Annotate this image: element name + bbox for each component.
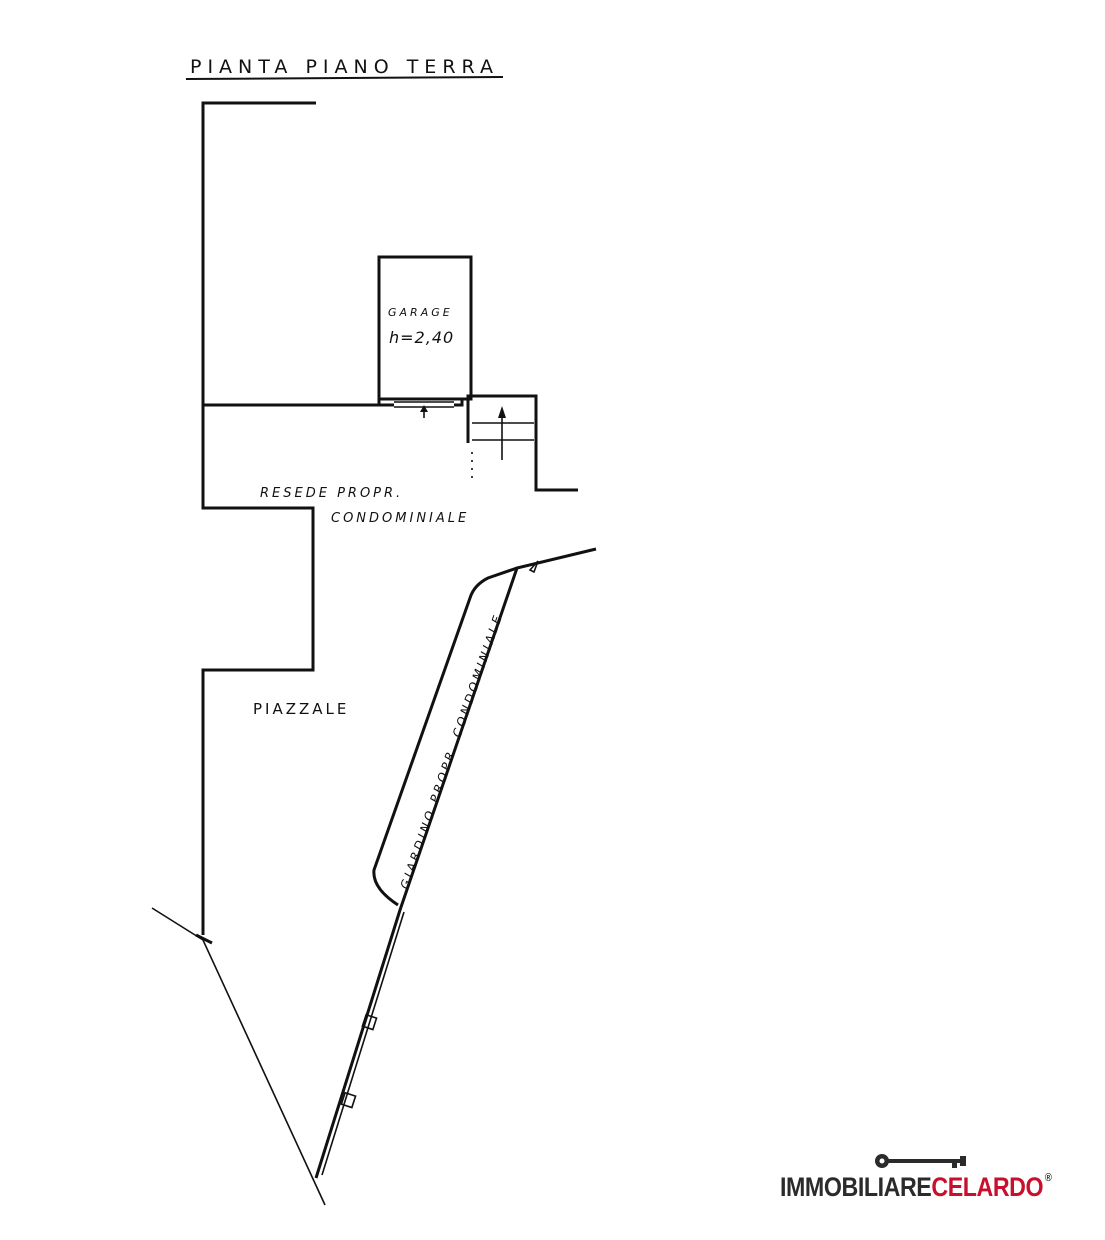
agency-logo: IMMOBILIARECELARDO® [780, 1150, 1080, 1210]
stair-wall [466, 394, 578, 492]
logo-text: IMMOBILIARECELARDO® [780, 1172, 1052, 1203]
garden-outline [372, 566, 518, 907]
logo-part-1: IMMOBILIARE [780, 1172, 932, 1202]
fence-post-1 [361, 1013, 378, 1031]
lower-corner [195, 933, 213, 945]
resede-label-2: CONDOMINIALE [331, 511, 469, 526]
fence-post-2 [340, 1091, 357, 1109]
boundary-arrow [528, 560, 539, 574]
plan-title: PIANTA PIANO TERRA [190, 56, 499, 78]
garage-arrow-head [420, 405, 428, 412]
piazzale-label: PIAZZALE [253, 700, 349, 718]
garage-height-label: h=2,40 [389, 328, 454, 347]
garage-door-jamb [377, 399, 464, 407]
lower-diagonal [151, 907, 326, 1206]
key-icon [875, 1154, 966, 1168]
garage-room [377, 255, 473, 401]
property-boundary [314, 547, 597, 1179]
outer-wall [201, 101, 316, 935]
logo-part-2: CELARDO [931, 1172, 1044, 1202]
registered-mark: ® [1044, 1172, 1052, 1184]
title-underline [185, 76, 504, 80]
garage-label: GARAGE [388, 306, 453, 319]
boundary-fence [321, 911, 405, 1176]
stair-arrow-head [498, 406, 506, 418]
resede-label-1: RESEDE PROPR. [260, 486, 403, 501]
